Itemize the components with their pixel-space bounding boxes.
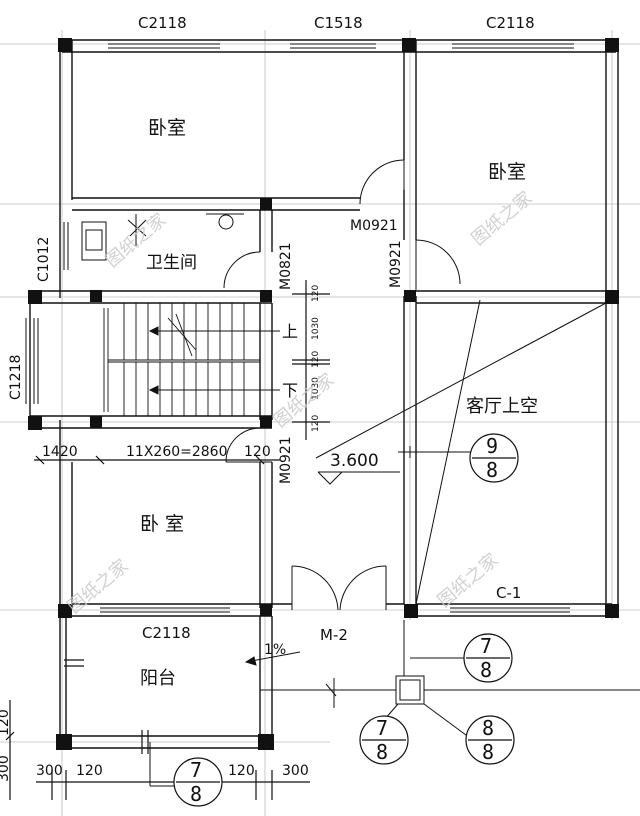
- window-label-left-stair: C1218: [8, 355, 24, 400]
- dim-stair-120: 120: [244, 444, 271, 460]
- room-label-living-void: 客厅上空: [466, 396, 538, 417]
- slope-arrow: [244, 651, 301, 666]
- door-label-wc: M0821: [278, 242, 294, 290]
- window-label-top-right: C2118: [486, 14, 535, 32]
- watermark-5: 图纸之家: [434, 549, 503, 611]
- dim-stair-side-120-c: 120: [311, 415, 321, 432]
- room-label-bathroom: 卫生间: [146, 253, 197, 273]
- dim-stair-side-1030-a: 1030: [311, 317, 321, 340]
- walls: [29, 39, 619, 749]
- stair-down-label: 下: [282, 381, 298, 400]
- window-label-left-wc: C1012: [36, 237, 52, 282]
- level-value: 3.600: [330, 451, 379, 471]
- door-label-balcony: M-2: [320, 626, 348, 644]
- detail-4-top: 7: [190, 758, 202, 782]
- detail-1-bottom: 8: [480, 658, 492, 682]
- window-label-bottom-right: C-1: [496, 584, 521, 602]
- dim-stair-landing: 1420: [42, 444, 78, 460]
- window-marks: [25, 43, 574, 613]
- room-label-bedroom-top-right: 卧室: [488, 161, 526, 183]
- room-label-bedroom-bottom-left: 卧 室: [140, 513, 184, 535]
- dim-stair-run: 11X260=2860: [126, 444, 228, 460]
- detail-callout-3: 8 8: [465, 715, 515, 765]
- level-mark: [317, 471, 400, 485]
- window-label-bottom-left: C2118: [142, 624, 191, 642]
- dim-stair-side-120-b: 120: [311, 351, 321, 368]
- dim-bottom-300-right: 300: [282, 763, 309, 779]
- detail-2-bottom: 8: [376, 740, 388, 764]
- bathroom-fixtures: [81, 213, 244, 261]
- door-label-bedroom-top: M0921: [350, 218, 398, 234]
- detail-callout-2: 7 8: [359, 715, 409, 765]
- watermark-2: 图纸之家: [468, 187, 537, 249]
- dim-left-120: 120: [0, 709, 12, 736]
- window-label-top-left: C2118: [138, 14, 187, 32]
- stair-arrows: [148, 326, 280, 395]
- detail-callout-5: 9 8: [469, 433, 519, 483]
- detail-3-bottom: 8: [482, 740, 494, 764]
- room-label-balcony: 阳台: [140, 668, 176, 689]
- dim-left-300: 300: [0, 755, 12, 782]
- door-label-bedroom-right: M0921: [388, 240, 404, 288]
- dim-ticks: [5, 280, 330, 800]
- dim-bottom-120-left: 120: [76, 763, 103, 779]
- detail-callout-4: 7 8: [173, 757, 223, 807]
- columns: [28, 38, 619, 750]
- stair-treads: [103, 303, 260, 416]
- window-label-top-mid: C1518: [314, 14, 363, 32]
- detail-callout-1: 7 8: [463, 633, 513, 683]
- door-label-bedroom-bottom: M0921: [278, 436, 294, 484]
- detail-4-bottom: 8: [190, 782, 202, 806]
- detail-5-top: 9: [486, 434, 498, 458]
- door-swings: [223, 159, 461, 611]
- dim-bottom-120-right: 120: [228, 763, 255, 779]
- detail-5-bottom: 8: [486, 458, 498, 482]
- dim-bottom-300-left: 300: [36, 763, 63, 779]
- room-label-bedroom-top-left: 卧室: [148, 117, 186, 139]
- detail-3-top: 8: [482, 716, 494, 740]
- detail-2-top: 7: [376, 716, 388, 740]
- detail-1-top: 7: [480, 634, 492, 658]
- dim-stair-side-1030-b: 1030: [311, 377, 321, 400]
- stair-up-label: 上: [282, 322, 298, 341]
- dim-stair-side-120-a: 120: [311, 285, 321, 302]
- detail-leaders: [149, 620, 640, 787]
- slope-value: 1%: [264, 642, 286, 658]
